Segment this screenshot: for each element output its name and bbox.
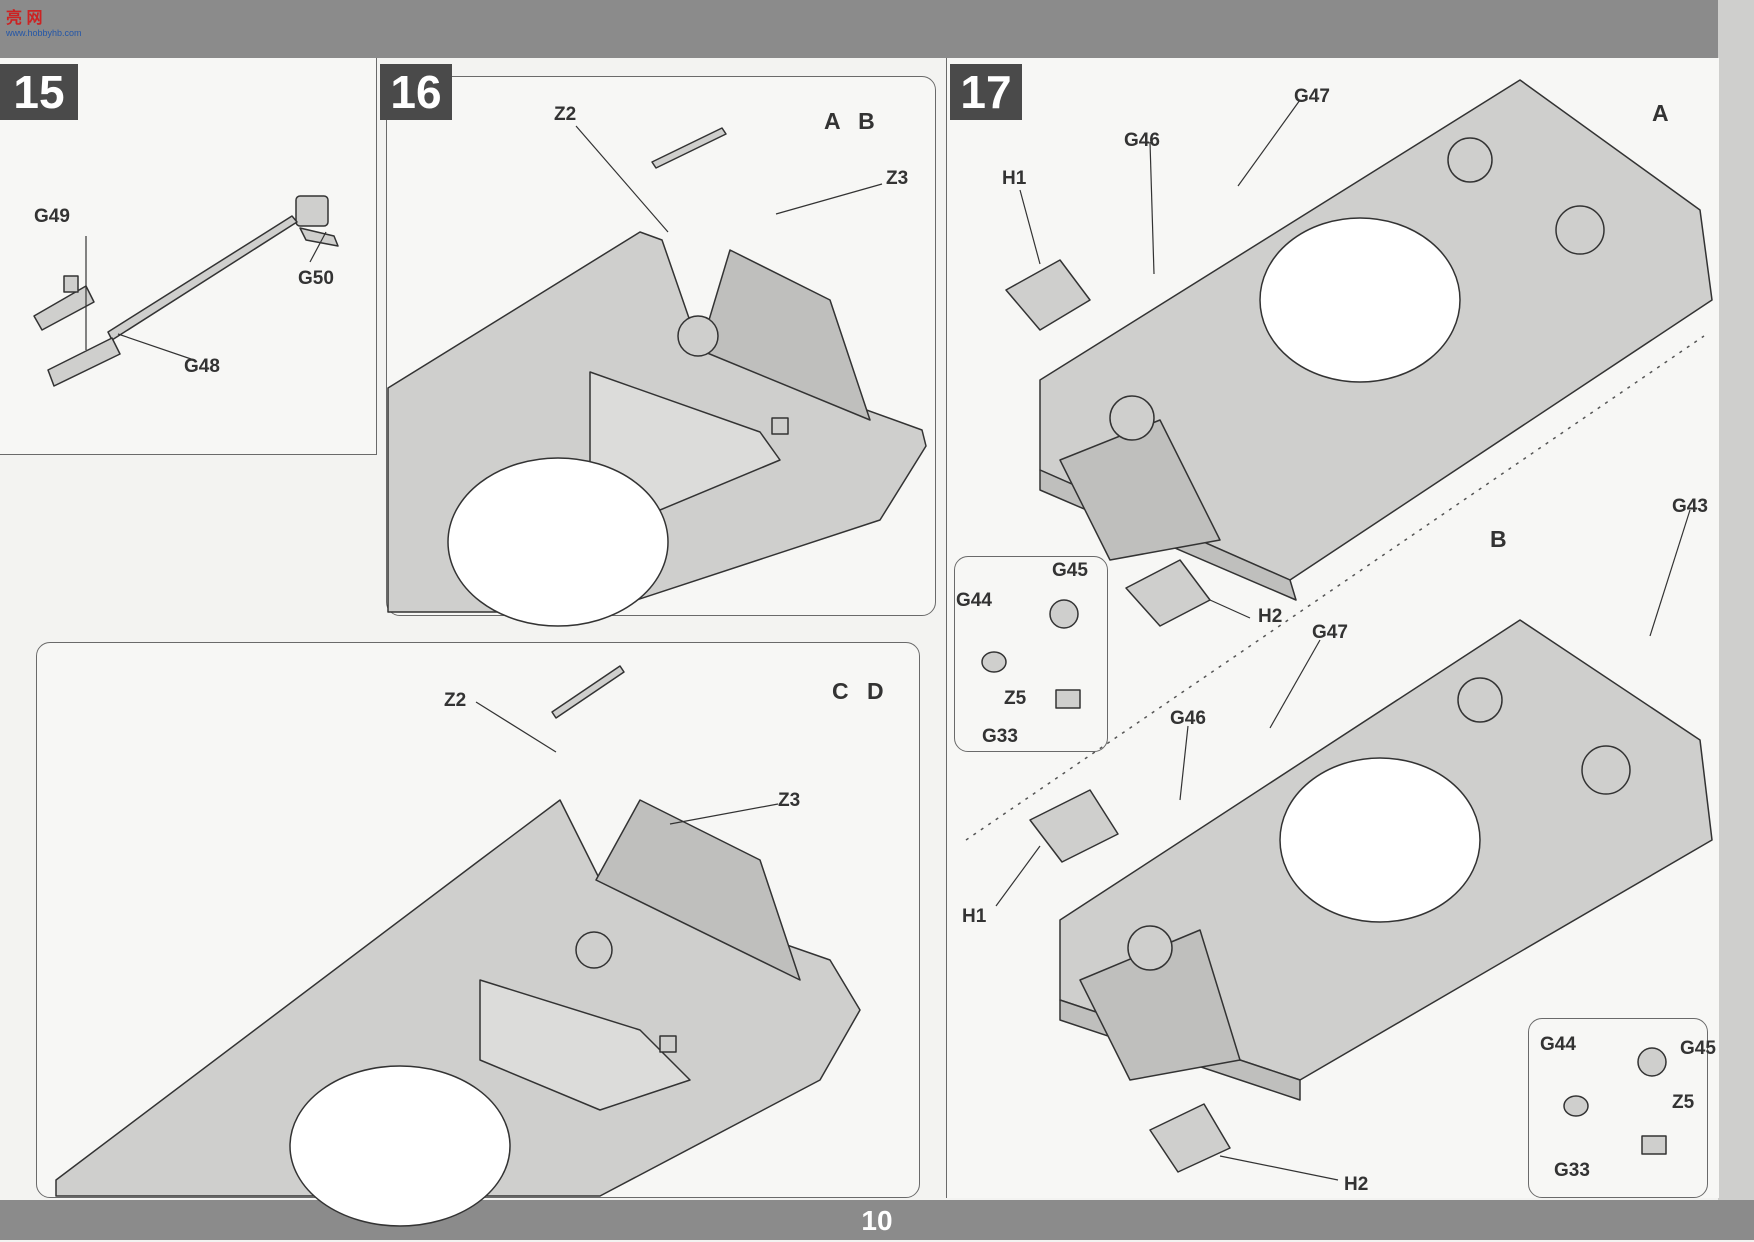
part-label-z2-ab: Z2	[554, 104, 577, 125]
hull-assembly-17b	[1029, 619, 1713, 1173]
part-label-g47-a: G47	[1294, 86, 1330, 107]
part-label-z2-cd: Z2	[444, 690, 467, 711]
part-label-h1-b: H1	[962, 906, 987, 927]
part-label-g46-b: G46	[1170, 708, 1206, 729]
machine-gun-assembly-15	[33, 195, 339, 387]
step-number-17: 17	[950, 64, 1022, 120]
step-17-inset-a	[954, 556, 1108, 752]
part-label-h2-b: H2	[1344, 1174, 1369, 1195]
top-bar	[0, 0, 1754, 58]
part-label-g44-b: G44	[1540, 1034, 1576, 1055]
part-label-z5-a: Z5	[1004, 688, 1027, 709]
part-label-z3-cd: Z3	[778, 790, 801, 811]
part-label-g45-a: G45	[1052, 560, 1088, 581]
hull-assembly-17a	[1005, 79, 1713, 627]
step-number-16: 16	[380, 64, 452, 120]
part-label-g49: G49	[34, 206, 70, 227]
part-label-g44-a: G44	[956, 590, 992, 611]
page-edge	[1718, 0, 1754, 1240]
step-17-inset-b	[1528, 1018, 1708, 1198]
part-label-g47-b: G47	[1312, 622, 1348, 643]
hull-interior-16ab	[387, 231, 927, 627]
part-label-g33-a: G33	[982, 726, 1018, 747]
part-label-g33-b: G33	[1554, 1160, 1590, 1181]
variant-label-cd: C D	[832, 678, 890, 704]
part-label-h2-a: H2	[1258, 606, 1283, 627]
part-label-g48: G48	[184, 356, 220, 377]
bottom-bar	[0, 1200, 1754, 1240]
part-label-g45-b: G45	[1680, 1038, 1716, 1059]
variant-label-ab: A B	[824, 108, 881, 134]
variant-label-a: A	[1652, 100, 1675, 126]
step-15-panel	[0, 58, 377, 455]
part-label-h1-a: H1	[1002, 168, 1027, 189]
part-label-z5-b: Z5	[1672, 1092, 1695, 1113]
part-label-z3-ab: Z3	[886, 168, 909, 189]
step-number-15: 15	[0, 64, 78, 120]
part-label-g43-b: G43	[1672, 496, 1708, 517]
variant-label-b: B	[1490, 526, 1513, 552]
part-label-g46-a: G46	[1124, 130, 1160, 151]
page-number: 10	[861, 1205, 893, 1236]
hull-interior-16cd	[55, 799, 861, 1227]
part-label-g50: G50	[298, 268, 334, 289]
